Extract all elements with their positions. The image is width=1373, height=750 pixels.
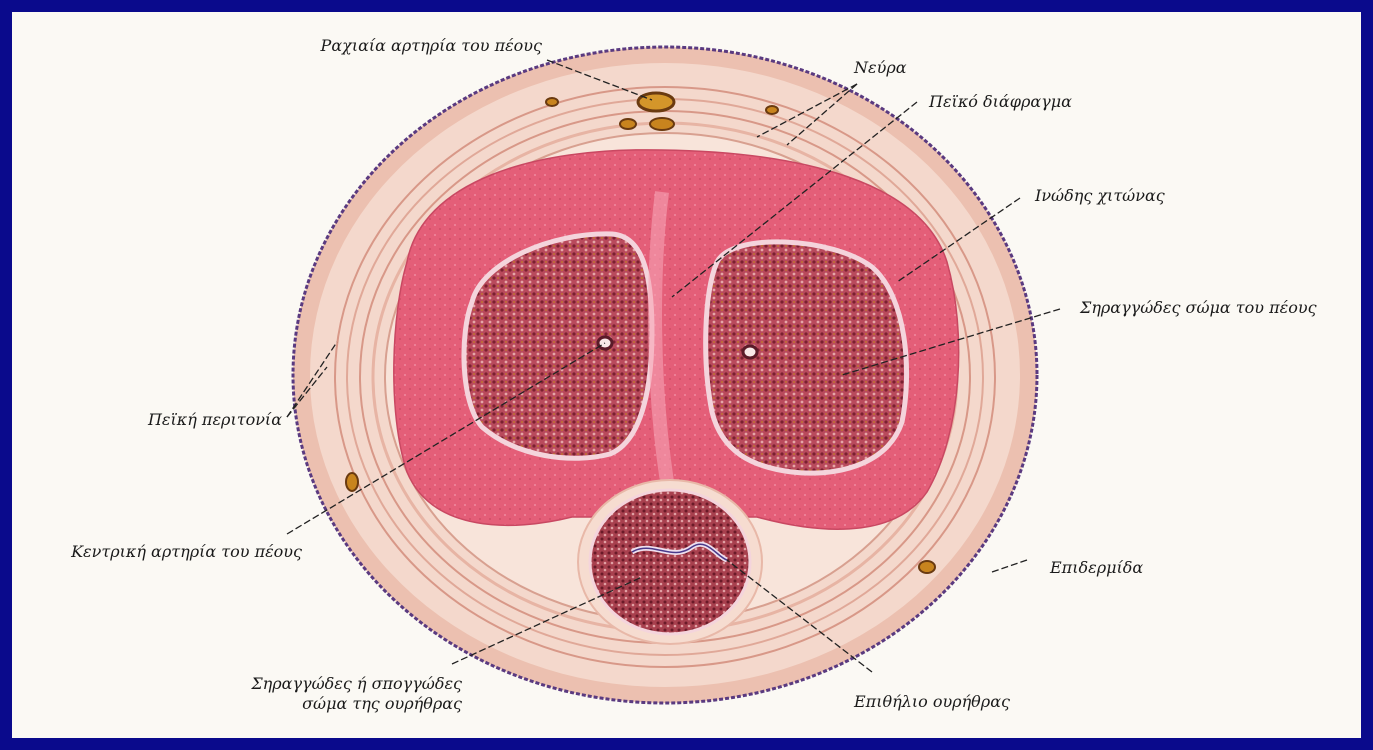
label-tunica: Ινώδης χιτώνας [1035, 186, 1165, 206]
label-septum: Πεϊκό διάφραγμα [929, 92, 1072, 112]
corpus-spongiosum [578, 480, 762, 644]
label-urethral-epithelium: Επιθήλιο ουρήθρας [854, 692, 1010, 712]
label-dorsal-artery: Ραχιαία αρτηρία του πέους [242, 36, 542, 56]
label-fascia: Πεϊκή περιτονία [32, 410, 282, 430]
diagram-frame: Ραχιαία αρτηρία του πέους Νεύρα Πεϊκό δι… [12, 12, 1361, 738]
label-spongiosum-line1: Σηραγγώδες ή σπογγώδες [212, 674, 462, 694]
corpus-cavernosum-right [706, 242, 907, 473]
leader-epidermis [992, 560, 1027, 572]
penis-cross-section-illustration [12, 12, 1361, 738]
label-nerves: Νεύρα [854, 58, 907, 78]
label-spongiosum-line2: σώμα της ουρήθρας [212, 694, 462, 714]
label-epidermis: Επιδερμίδα [1050, 558, 1143, 578]
label-corpus-cavernosum: Σηραγγώδες σώμα του πέους [1080, 298, 1317, 318]
label-central-artery: Κεντρική αρτηρία του πέους [12, 542, 302, 562]
